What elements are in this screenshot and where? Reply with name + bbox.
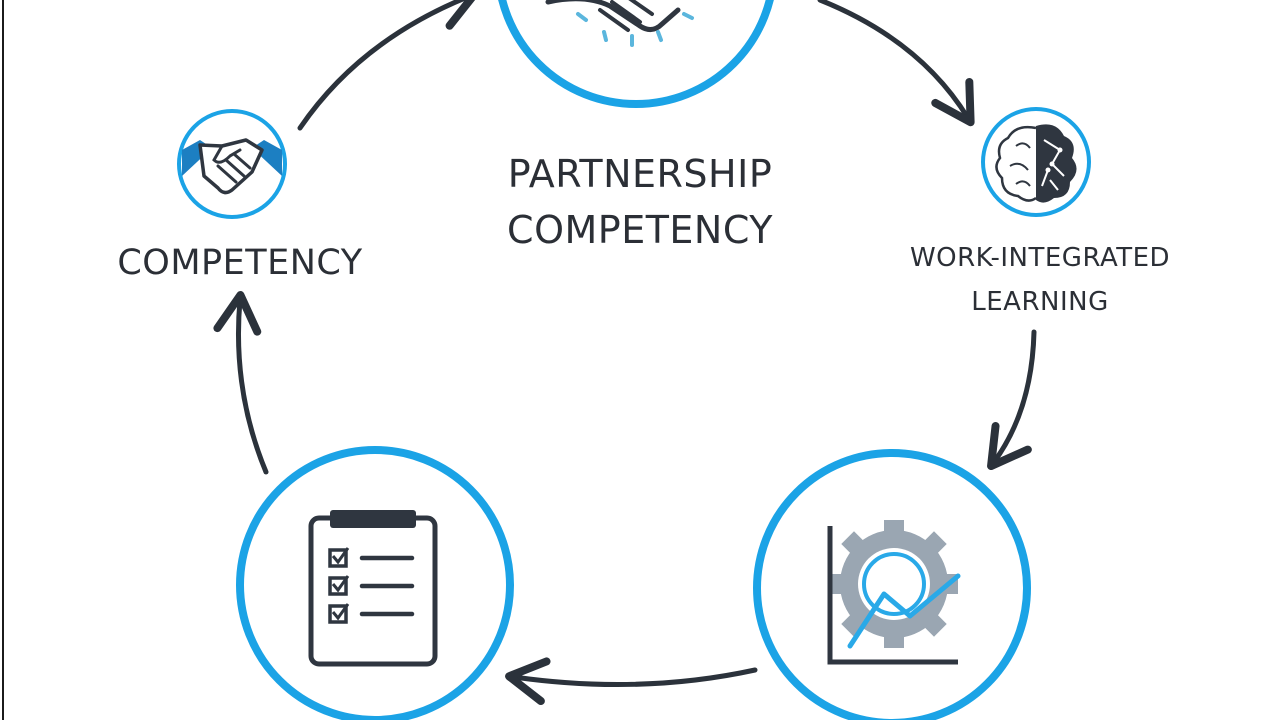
arrow-top-to-right <box>817 0 975 127</box>
node-right <box>981 107 1091 217</box>
arrow-right-to-bottom-right <box>987 329 1037 471</box>
left-frame-border <box>2 0 4 720</box>
brain-icon <box>995 124 1077 203</box>
node-bottom-left <box>236 446 514 720</box>
center-title: PARTNERSHIP COMPETENCY <box>440 146 840 258</box>
arrow-left-to-top <box>297 0 479 131</box>
arrow-bottom-right-to-bottom-left <box>505 657 758 706</box>
center-title-line2: COMPETENCY <box>507 208 773 252</box>
gear-icon <box>830 520 958 648</box>
handshake-icon <box>182 138 282 195</box>
node-top <box>498 0 774 108</box>
checklist-icon <box>308 510 438 667</box>
label-competency: COMPETENCY <box>117 243 363 283</box>
arrow-bottom-left-to-left <box>213 291 269 475</box>
node-left <box>177 109 287 219</box>
label-work-integrated-learning: WORK-INTEGRATED LEARNING <box>890 236 1190 324</box>
center-title-line1: PARTNERSHIP <box>507 152 773 196</box>
chart-gear-icon <box>827 520 961 665</box>
label-wil-line1: WORK-INTEGRATED <box>909 243 1171 273</box>
label-wil-line2: LEARNING <box>971 287 1109 317</box>
node-bottom-right <box>753 449 1031 720</box>
handshake-icon <box>545 0 694 47</box>
